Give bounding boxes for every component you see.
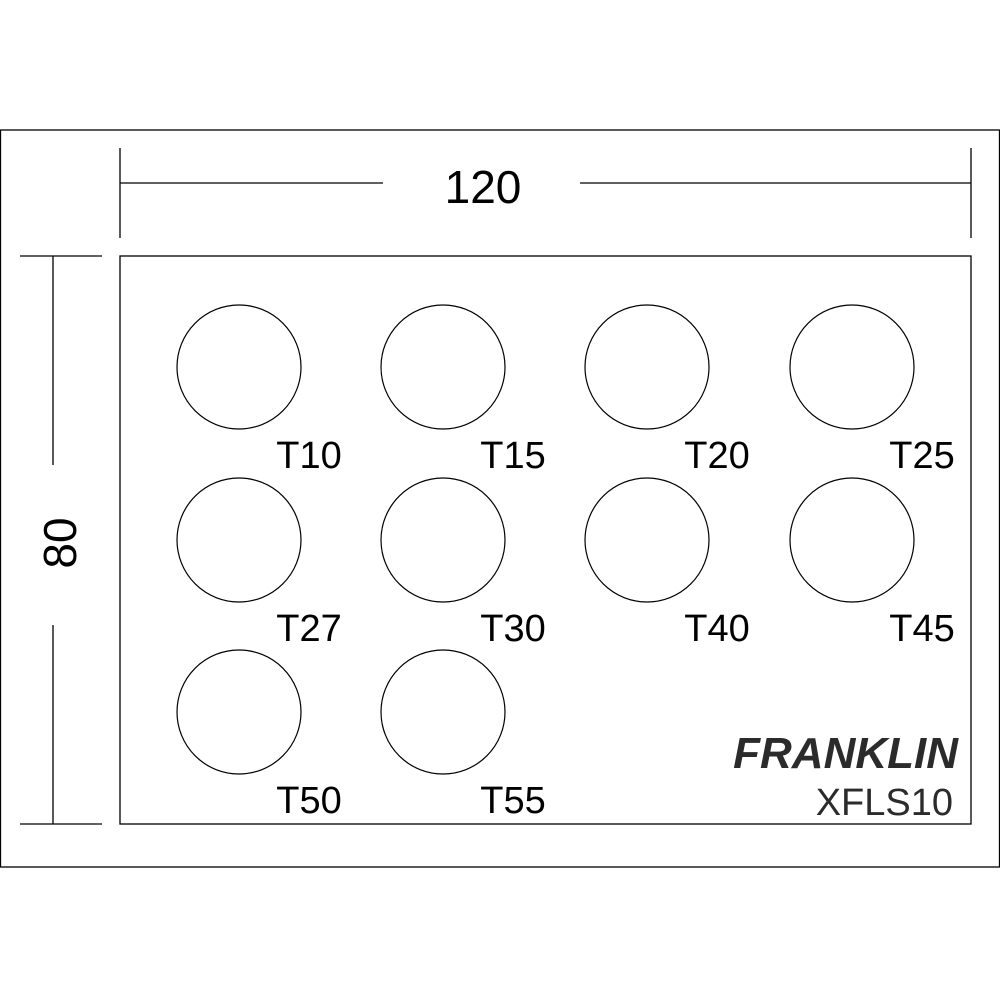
width-dimension: 120: [119, 148, 972, 238]
bit-hole: [789, 477, 915, 603]
bit-hole: [380, 477, 506, 603]
bit-hole: [176, 304, 302, 430]
bit-hole-label: T20: [684, 435, 749, 477]
bit-hole: [176, 649, 302, 775]
bit-hole-label: T50: [276, 780, 341, 822]
height-dimension: 80: [20, 255, 102, 825]
bit-hole: [380, 649, 506, 775]
height-dimension-label: 80: [34, 517, 86, 568]
bit-hole-label: T45: [889, 608, 954, 650]
brand-name: FRANKLIN: [733, 729, 959, 778]
model-number: XFLS10: [816, 782, 953, 824]
bit-hole-label: T55: [480, 780, 545, 822]
bit-hole: [584, 304, 710, 430]
bit-hole-label: T30: [480, 608, 545, 650]
width-dimension-label: 120: [445, 161, 522, 213]
plate-outline: [119, 255, 972, 825]
brand-block: FRANKLIN XFLS10: [733, 729, 959, 824]
bit-hole: [176, 477, 302, 603]
bit-hole-label: T40: [684, 608, 749, 650]
bit-hole-label: T10: [276, 435, 341, 477]
bit-hole-label: T15: [480, 435, 545, 477]
bit-hole-label: T25: [889, 435, 954, 477]
bit-hole: [380, 304, 506, 430]
bit-hole: [584, 477, 710, 603]
bit-hole: [789, 304, 915, 430]
bit-hole-label: T27: [276, 608, 341, 650]
